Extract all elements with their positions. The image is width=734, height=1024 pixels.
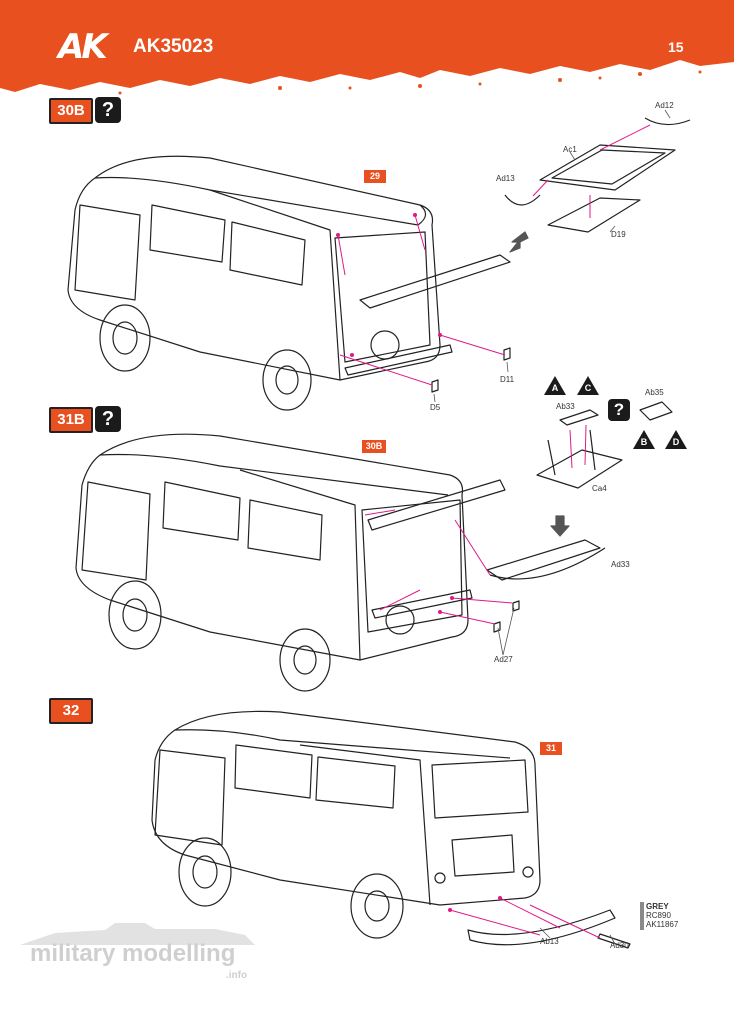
paint-callout: GREY RC890 AK11867 bbox=[646, 902, 678, 929]
option-c-icon bbox=[577, 376, 599, 395]
watermark-suffix: .info bbox=[226, 970, 248, 981]
part-label-ad27: Ad27 bbox=[494, 655, 513, 664]
part-label-ad30: Ad30 bbox=[610, 941, 629, 950]
step-31b-badge: 31B bbox=[49, 407, 93, 433]
option-b-label: B bbox=[640, 437, 648, 447]
part-label-d11: D11 bbox=[500, 375, 515, 384]
header-banner bbox=[0, 0, 734, 95]
part-label-ad13: Ad13 bbox=[496, 174, 515, 183]
van-illustration-32 bbox=[151, 710, 541, 939]
option-d-icon bbox=[665, 430, 687, 449]
step-30b-question-icon: ? bbox=[95, 97, 121, 123]
part-label-ad12: Ad12 bbox=[655, 101, 674, 110]
part-label-d5: D5 bbox=[430, 403, 441, 412]
van-illustration-30b bbox=[67, 155, 511, 411]
watermark-text: military modelling bbox=[30, 940, 236, 967]
step-30b-reference: 29 bbox=[364, 170, 386, 183]
part-label-ca4: Ca4 bbox=[592, 484, 607, 493]
product-code: AK35023 bbox=[133, 36, 214, 57]
part-label-ac1: Ac1 bbox=[563, 145, 577, 154]
part-label-ab35: Ab35 bbox=[645, 388, 664, 397]
part-label-d19: D19 bbox=[611, 230, 626, 239]
step-31b-question-icon: ? bbox=[95, 406, 121, 432]
page-number: 15 bbox=[668, 39, 684, 55]
van-illustration-31b bbox=[75, 433, 506, 692]
brand-logo: AK bbox=[58, 27, 108, 67]
paint-code-ak: AK11867 bbox=[646, 920, 679, 929]
paint-name: GREY bbox=[646, 902, 669, 911]
watermark-tank-icon bbox=[20, 923, 255, 945]
option-a-label: A bbox=[551, 383, 559, 393]
step-32-badge: 32 bbox=[49, 698, 93, 724]
option-c-label: C bbox=[584, 383, 592, 393]
paint-swatch bbox=[640, 902, 644, 930]
step-31b-reference: 30B bbox=[362, 440, 386, 453]
option-d-label: D bbox=[672, 437, 680, 447]
step-30b-badge: 30B bbox=[49, 98, 93, 124]
option-question-icon: ? bbox=[608, 399, 630, 421]
part-label-ab13: Ab13 bbox=[540, 937, 559, 946]
part-label-ab33: Ab33 bbox=[556, 402, 575, 411]
step-32-reference: 31 bbox=[540, 742, 562, 755]
paint-code-rc: RC890 bbox=[646, 911, 671, 920]
option-a-icon bbox=[544, 376, 566, 395]
part-label-ad33: Ad33 bbox=[611, 560, 630, 569]
option-b-icon bbox=[633, 430, 655, 449]
